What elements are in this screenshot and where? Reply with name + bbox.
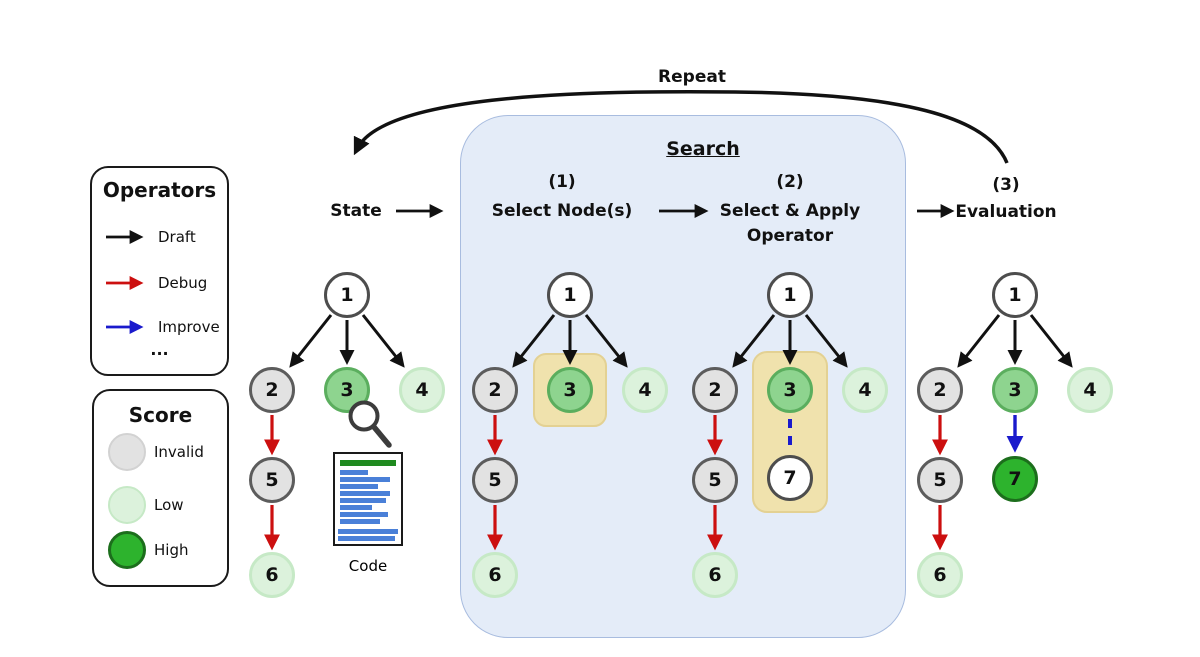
step1-number: (1) <box>548 172 576 192</box>
node-label: 6 <box>265 564 279 586</box>
state-node-6: 6 <box>249 552 295 598</box>
apply-node-4: 4 <box>842 367 888 413</box>
node-label: 2 <box>488 379 502 401</box>
node-label: 2 <box>708 379 722 401</box>
node-label: 6 <box>933 564 947 586</box>
legend-item-label: Low <box>154 496 184 514</box>
step2-number: (2) <box>776 172 804 192</box>
draft-arrow <box>957 314 1001 368</box>
eval-node-6: 6 <box>917 552 963 598</box>
node-label: 3 <box>563 379 577 401</box>
legend-item-invalid: Invalid <box>108 433 204 471</box>
legend-item-label: High <box>154 541 189 559</box>
legend-item-debug: Debug <box>104 274 207 292</box>
apply-node-5: 5 <box>692 457 738 503</box>
node-label: 3 <box>340 379 354 401</box>
eval-node-2: 2 <box>917 367 963 413</box>
select-node-5: 5 <box>472 457 518 503</box>
select-node-2: 2 <box>472 367 518 413</box>
step2-label-line1: Select & Apply <box>719 201 861 221</box>
score-legend: Score Invalid Low High <box>92 389 229 587</box>
legend-item-improve: Improve <box>104 318 220 336</box>
draft-arrow-icon <box>106 230 144 244</box>
node-label: 4 <box>415 379 429 401</box>
node-label: 1 <box>783 284 797 306</box>
state-node-3: 3 <box>324 367 370 413</box>
eval-node-1: 1 <box>992 272 1038 318</box>
draft-arrow <box>289 314 333 368</box>
node-label: 2 <box>265 379 279 401</box>
apply-node-1: 1 <box>767 272 813 318</box>
operators-ellipsis: ... <box>150 340 169 359</box>
node-label: 4 <box>638 379 652 401</box>
operators-legend: Operators Draft Debug Improve ... <box>90 166 229 376</box>
legend-item-label: Draft <box>158 228 196 246</box>
node-label: 4 <box>858 379 872 401</box>
improve-arrow-icon <box>106 320 144 334</box>
node-label: 5 <box>933 469 947 491</box>
apply-node-2: 2 <box>692 367 738 413</box>
node-label: 5 <box>708 469 722 491</box>
node-label: 5 <box>488 469 502 491</box>
step3-number: (3) <box>992 175 1020 195</box>
code-document-icon <box>333 452 403 546</box>
debug-arrow-icon <box>106 276 144 290</box>
node-label: 5 <box>265 469 279 491</box>
state-node-1: 1 <box>324 272 370 318</box>
node-label: 4 <box>1083 379 1097 401</box>
apply-node-6: 6 <box>692 552 738 598</box>
select-node-3-selected: 3 <box>547 367 593 413</box>
legend-item-label: Debug <box>158 274 208 292</box>
node-label: 2 <box>933 379 947 401</box>
score-legend-title: Score <box>128 403 193 427</box>
eval-node-4: 4 <box>1067 367 1113 413</box>
eval-node-7-high: 7 <box>992 456 1038 502</box>
invalid-score-dot <box>108 433 146 471</box>
legend-item-draft: Draft <box>104 228 196 246</box>
state-node-2: 2 <box>249 367 295 413</box>
state-label: State <box>330 201 382 221</box>
apply-node-3-selected: 3 <box>767 367 813 413</box>
node-label: 1 <box>340 284 354 306</box>
node-label: 3 <box>783 379 797 401</box>
legend-item-low: Low <box>108 486 184 524</box>
draft-arrow <box>512 314 556 368</box>
apply-node-7-new: 7 <box>767 455 813 501</box>
node-label: 3 <box>1008 379 1022 401</box>
repeat-label: Repeat <box>658 67 726 87</box>
legend-item-high: High <box>108 531 188 569</box>
node-label: 7 <box>1008 468 1022 490</box>
operators-legend-title: Operators <box>102 178 217 202</box>
draft-arrow <box>584 314 628 368</box>
select-node-1: 1 <box>547 272 593 318</box>
eval-node-3: 3 <box>992 367 1038 413</box>
step2-label-line2: Operator <box>746 226 834 246</box>
eval-node-5: 5 <box>917 457 963 503</box>
select-node-6: 6 <box>472 552 518 598</box>
code-icon-label: Code <box>348 557 388 575</box>
search-title: Search <box>666 138 740 160</box>
node-label: 6 <box>708 564 722 586</box>
legend-item-label: Improve <box>158 318 220 336</box>
legend-item-label: Invalid <box>154 443 204 461</box>
step1-label: Select Node(s) <box>491 201 633 221</box>
select-node-4: 4 <box>622 367 668 413</box>
low-score-dot <box>108 486 146 524</box>
code-lines <box>338 460 398 541</box>
state-node-4: 4 <box>399 367 445 413</box>
repeat-loop-arrow <box>353 89 1009 164</box>
high-score-dot <box>108 531 146 569</box>
node-label: 6 <box>488 564 502 586</box>
draft-arrow <box>1029 314 1073 368</box>
node-label: 7 <box>783 467 797 489</box>
node-label: 1 <box>563 284 577 306</box>
draft-arrow <box>732 314 776 368</box>
step3-label: Evaluation <box>955 202 1057 222</box>
state-node-5: 5 <box>249 457 295 503</box>
draft-arrow <box>361 314 405 368</box>
draft-arrow <box>804 314 848 368</box>
node-label: 1 <box>1008 284 1022 306</box>
